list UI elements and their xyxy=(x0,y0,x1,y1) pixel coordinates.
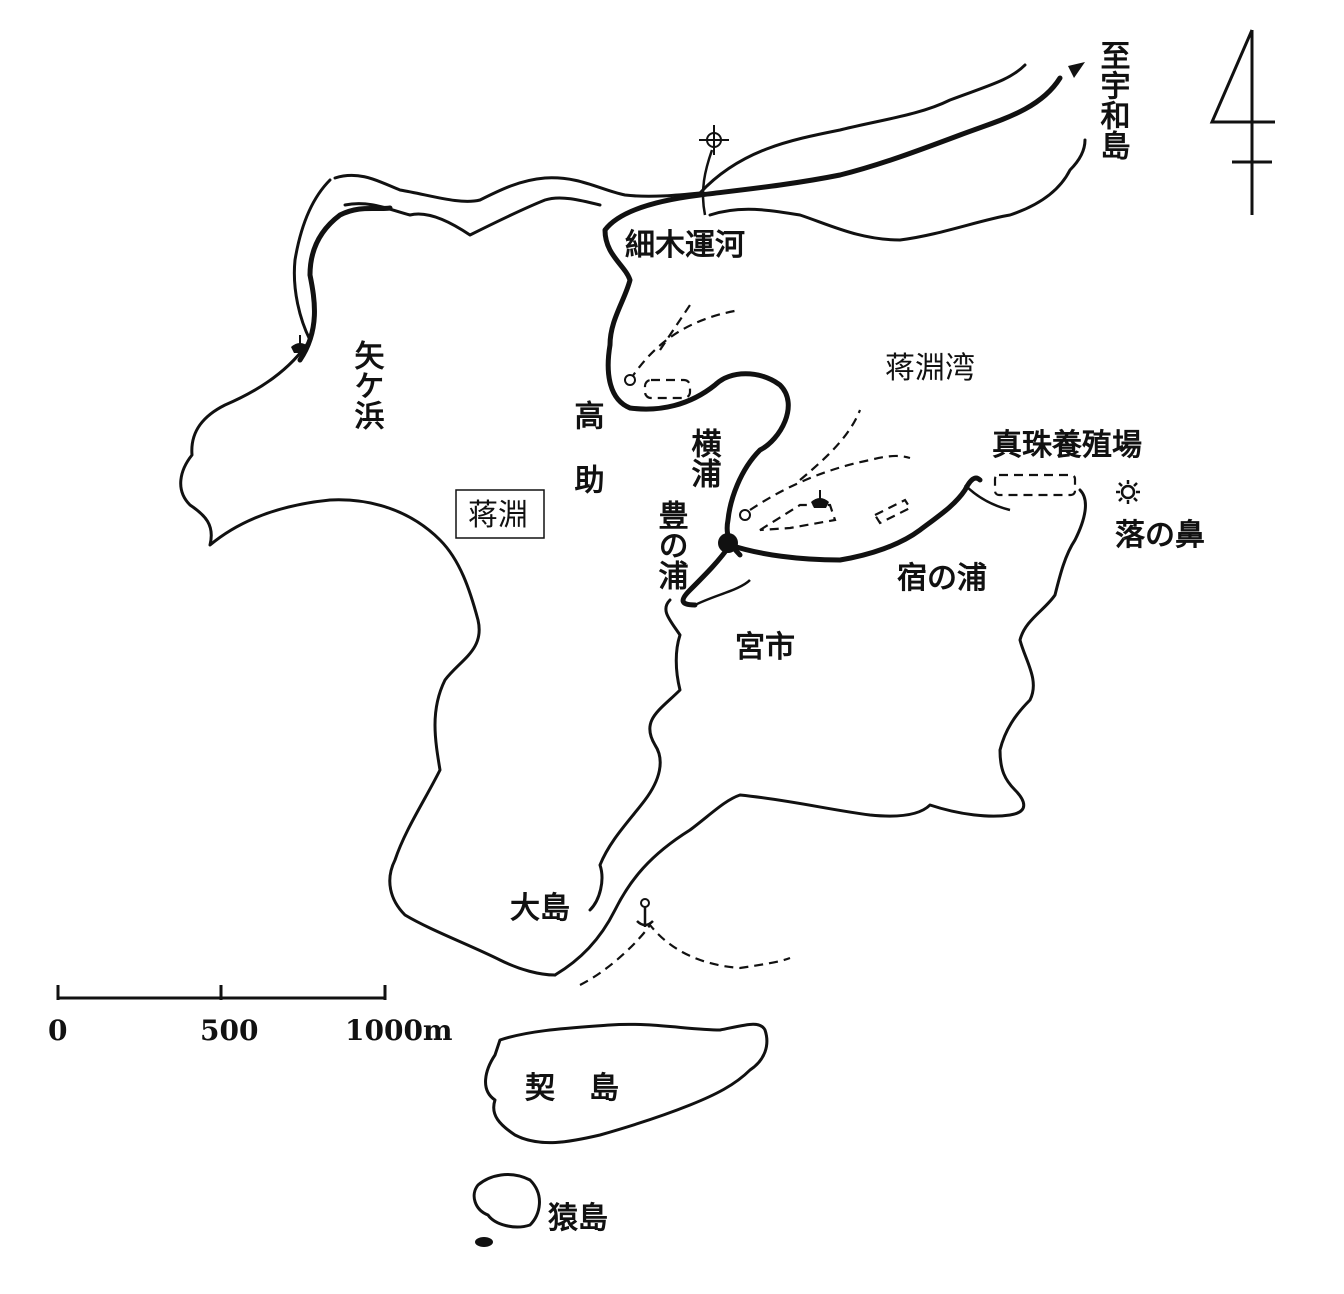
mainland-coastline xyxy=(698,63,1027,195)
shrine-icon xyxy=(291,335,309,353)
sarushima-island xyxy=(472,1173,541,1229)
west-coastline xyxy=(179,178,557,977)
marker-yokoura xyxy=(624,374,636,386)
scale-tick-0: 0 xyxy=(48,1014,67,1047)
lighthouse-icon xyxy=(1116,480,1140,504)
pearl-raft-4 xyxy=(993,473,1077,497)
label-ochinohana: 落の鼻 xyxy=(1115,518,1205,553)
junction-road xyxy=(680,542,733,608)
harbor-icon xyxy=(636,898,654,927)
pearl-raft-3 xyxy=(873,498,912,525)
label-komodo-bay: 蒋淵湾 xyxy=(885,351,975,386)
label-shukunoura: 宿の浦 xyxy=(897,561,987,596)
mainland-coastline-lower xyxy=(708,138,1087,242)
north-coastline xyxy=(333,173,702,203)
scale-bar: 0 500 1000m xyxy=(48,985,453,1047)
junction-trail xyxy=(694,579,751,607)
inner-bay-coastline xyxy=(588,598,682,912)
ferry-route-2 xyxy=(659,304,691,351)
chigirijima-island xyxy=(484,1022,769,1145)
north-shore-upper xyxy=(343,196,602,237)
label-box-komodo xyxy=(455,489,545,539)
south-coastline xyxy=(553,488,1087,977)
label-chigirijima: 契島 xyxy=(525,1071,653,1106)
ferry-route-4 xyxy=(799,409,862,481)
label-toyonoura: 豊の浦 xyxy=(653,500,689,590)
label-hosogi-canal: 細木運河 xyxy=(625,228,745,263)
ferry-route-3 xyxy=(749,454,911,511)
label-yokoura: 横浦 xyxy=(686,428,722,488)
canal-trail xyxy=(701,149,714,216)
ferry-route-south xyxy=(579,923,791,986)
scale-tick-500: 500 xyxy=(200,1014,258,1047)
label-pearl-farm: 真珠養殖場 xyxy=(992,428,1142,463)
main-road xyxy=(602,75,1063,558)
coast-road-west xyxy=(297,205,393,363)
label-sarushima: 猿島 xyxy=(548,1201,608,1236)
arrow-to-uwajima-icon xyxy=(1068,62,1085,78)
label-miyaichi: 宮市 xyxy=(735,630,795,665)
north-arrow-icon xyxy=(1209,29,1275,215)
pearl-raft-2 xyxy=(759,503,837,532)
label-komodo: 蒋淵 xyxy=(468,498,528,533)
label-to-uwajima: 至宇和島 xyxy=(1095,40,1131,160)
marker-toyonoura xyxy=(739,509,751,521)
ferry-route-1 xyxy=(629,308,741,381)
label-takasuke: 高助 xyxy=(569,400,605,528)
junction-point xyxy=(718,533,738,553)
label-yagahama: 矢ケ浜 xyxy=(349,340,385,430)
sarushima-islet xyxy=(475,1237,493,1247)
shrine-icon xyxy=(811,490,829,508)
label-oshima: 大島 xyxy=(510,891,570,926)
lighthouse-icon xyxy=(699,125,729,155)
south-road xyxy=(727,475,983,563)
pearl-raft-1 xyxy=(643,378,692,400)
pearl-farm-road xyxy=(964,484,1011,512)
scale-tick-1000: 1000m xyxy=(345,1014,453,1047)
